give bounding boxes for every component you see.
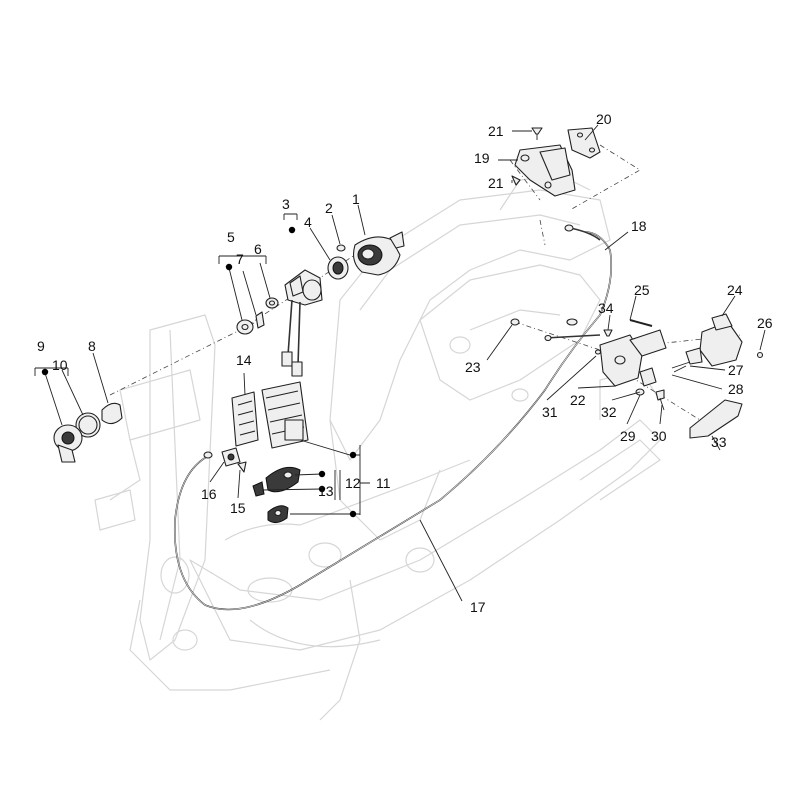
screw-lower (511, 175, 521, 186)
callout-27: 27 (728, 362, 744, 378)
callout-1: 1 (352, 191, 360, 207)
retainer (255, 311, 265, 329)
latch-spring (635, 367, 657, 396)
callout-7: 7 (236, 251, 244, 267)
callout-8: 8 (88, 338, 96, 354)
kit-markers (41, 226, 357, 518)
lock-cylinder (327, 256, 349, 280)
callout-32: 32 (601, 404, 617, 420)
callout-16: 16 (201, 486, 217, 502)
callout-30: 30 (651, 428, 667, 444)
callout-25: 25 (634, 282, 650, 298)
kit-dot (318, 470, 326, 478)
seat-lock-assembly (53, 424, 83, 463)
callout-26: 26 (757, 315, 773, 331)
callout-21-upper: 21 (488, 123, 504, 139)
kit-dot (225, 263, 233, 271)
callout-21-lower: 21 (488, 175, 504, 191)
spring-pin (265, 297, 279, 309)
switch-with-wires (281, 269, 323, 377)
callout-23: 23 (465, 359, 481, 375)
callout-labels: 1 2 3 4 5 6 7 8 9 10 11 12 13 14 15 16 1… (37, 111, 773, 615)
bolt (655, 389, 665, 411)
callout-11: 11 (376, 475, 391, 491)
key-transponder (267, 505, 289, 524)
callout-19: 19 (474, 150, 490, 166)
latch-cover (689, 399, 743, 439)
callout-31: 31 (542, 404, 558, 420)
washer (594, 349, 602, 355)
callout-34: 34 (598, 300, 614, 316)
callout-29: 29 (620, 428, 636, 444)
callout-17: 17 (470, 599, 486, 615)
seat-lock-actuator (685, 313, 743, 367)
callout-33: 33 (711, 434, 727, 450)
kit-dot (318, 485, 326, 493)
nut (336, 244, 346, 252)
callout-10: 10 (52, 357, 68, 373)
cable-end (544, 318, 601, 342)
callout-24: 24 (727, 282, 743, 298)
actuator-spring (671, 361, 691, 373)
hinge-plate (567, 127, 601, 159)
bushing (236, 319, 254, 335)
callout-18: 18 (631, 218, 647, 234)
callout-5: 5 (227, 229, 235, 245)
latch-screw (603, 329, 613, 337)
immobilizer-module (261, 381, 309, 449)
callout-22: 22 (570, 392, 586, 408)
kit-dot (349, 451, 357, 459)
callout-6: 6 (254, 241, 262, 257)
grommet (510, 318, 520, 326)
immobilizer-bracket (231, 391, 259, 447)
seat-latch (599, 329, 667, 387)
callout-9: 9 (37, 338, 45, 354)
upper-cable (564, 224, 601, 241)
callout-2: 2 (325, 200, 333, 216)
screw (237, 461, 247, 473)
callout-14: 14 (236, 352, 252, 368)
seal-ring (101, 402, 123, 425)
key-small (252, 481, 265, 497)
callout-4: 4 (304, 214, 312, 230)
callout-3: 3 (282, 196, 290, 212)
key-fob (265, 466, 301, 493)
actuator-screw (756, 351, 764, 359)
pin (629, 319, 653, 327)
screw-upper (531, 127, 543, 140)
callout-12: 12 (345, 475, 361, 491)
callout-28: 28 (728, 381, 744, 397)
callout-leaders (34, 124, 766, 602)
kit-dot (349, 510, 357, 518)
cable-clip (221, 447, 241, 467)
callout-20: 20 (596, 111, 612, 127)
kit-dot (41, 368, 49, 376)
ignition-switch-body (353, 231, 405, 276)
seat-release-cable (173, 231, 613, 611)
callout-15: 15 (230, 500, 246, 516)
kit-dot (288, 226, 296, 234)
seat-hinge (514, 144, 576, 197)
callout-13: 13 (318, 483, 334, 499)
o-ring (75, 412, 101, 438)
